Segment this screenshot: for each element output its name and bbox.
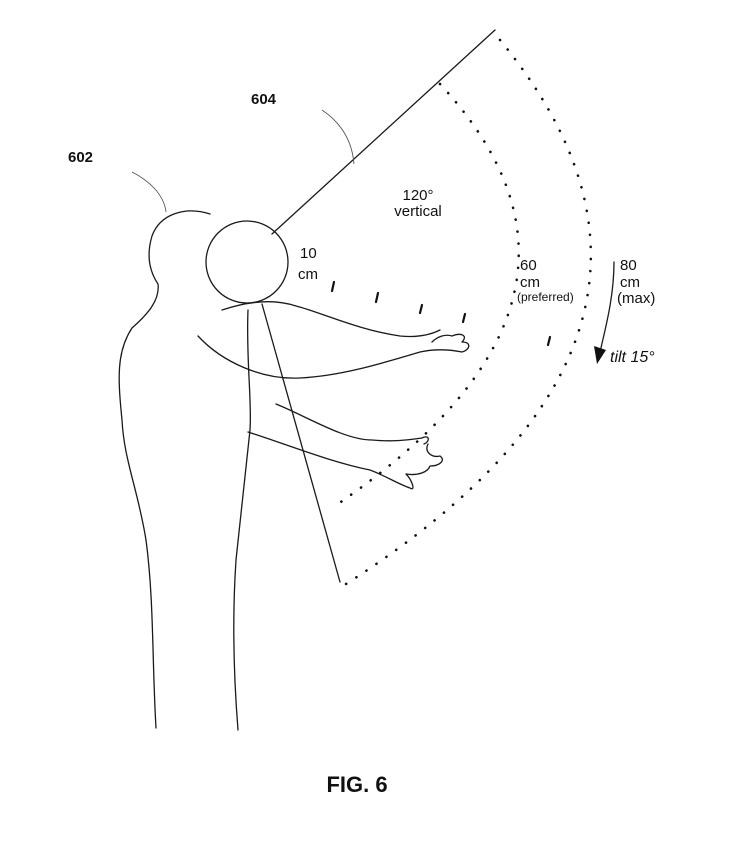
distance-60-note: (preferred) [517,290,574,304]
distance-arc-80cm [344,38,593,586]
distance-tick [374,291,380,304]
tilt-arrow [599,261,615,353]
figure-caption: FIG. 6 [326,772,387,797]
distance-tick [330,280,336,293]
fov-lower-boundary [261,303,341,583]
distance-arc-60cm [330,82,521,510]
person-head [205,220,289,304]
fov-angle-value: 120° [402,187,433,204]
ref-label-602: 602 [68,149,93,166]
leader-602 [131,171,167,213]
distance-tick [418,303,424,315]
person-lower-arm [247,403,444,490]
distance-tick [461,312,467,324]
distance-60-unit: cm [520,274,540,291]
distance-80-note: (max) [617,290,655,307]
distance-80-value: 80 [620,257,637,274]
fov-angle-label: vertical [394,203,442,220]
tilt-label: tilt 15° [610,349,655,366]
fov-upper-boundary [271,29,496,235]
ref-label-604: 604 [251,91,277,108]
person-body-outline [118,210,252,731]
distance-10-value: 10 [300,245,317,262]
distance-10-unit: cm [298,266,318,283]
distance-60-value: 60 [520,257,537,274]
distance-tick [546,335,552,347]
person-upper-arm [197,301,470,379]
leader-604 [321,109,355,165]
distance-80-unit: cm [620,274,640,291]
tilt-arrowhead-icon [594,346,606,364]
